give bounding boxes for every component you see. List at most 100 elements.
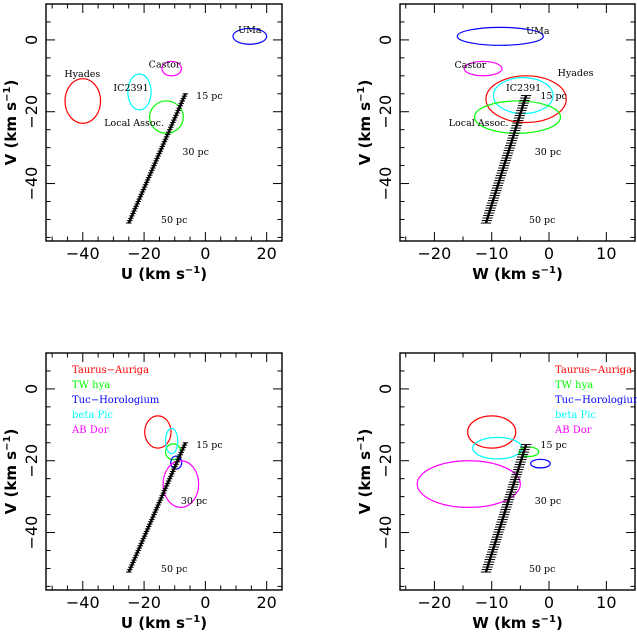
y-axis-label: V (km s−1): [2, 429, 20, 515]
y-tick-label: −20: [22, 95, 41, 129]
distance-label: 50 pc: [161, 564, 188, 575]
ellipse-label: Local Assoc.: [104, 118, 164, 129]
y-tick-label: 0: [376, 35, 395, 45]
y-tick-label: −40: [22, 167, 41, 201]
y-tick-label: −40: [376, 167, 395, 201]
ellipse-ic2391: [127, 73, 152, 111]
ellipse-taurus-auriga: [144, 415, 172, 449]
panel-wv_young: −20 −10 0 10 0 −20 −40 W (km s−1) V (km s−1) 15 p…: [356, 352, 637, 632]
ellipse-label: Hyades: [558, 68, 594, 79]
track-line: [484, 95, 528, 224]
legend-entry: AB Dor: [554, 425, 592, 436]
y-tick-label: −40: [22, 516, 41, 550]
distance-label: 30 pc: [535, 147, 562, 158]
x-tick-label: 0: [200, 593, 210, 612]
ellipse-local-assoc-: [148, 100, 184, 134]
x-tick-label: 10: [596, 593, 616, 612]
distance-track: [125, 442, 189, 573]
ellipse-label: UMa: [526, 26, 550, 37]
ellipse-label: IC2391: [113, 83, 148, 94]
x-tick-label: 0: [544, 593, 554, 612]
distance-label: 50 pc: [529, 215, 556, 226]
y-axis-label: V (km s−1): [356, 80, 374, 166]
panel-uv_young: −40 −20 0 20 0 −20 −40 U (km s−1) V (km s−1) 15 p…: [2, 352, 283, 632]
x-tick-label: −20: [418, 244, 452, 263]
y-tick-label: 0: [376, 384, 395, 394]
x-tick-label: −40: [66, 593, 100, 612]
ellipse-uma: [232, 27, 268, 45]
ellipse-label: Local Assoc.: [449, 118, 509, 129]
distance-label: 30 pc: [182, 147, 209, 158]
legend-entry: Taurus−Auriga: [72, 365, 149, 376]
legend-entry: beta Pic: [555, 410, 596, 421]
ellipse-label: Hyades: [64, 69, 100, 80]
x-tick-label: −10: [475, 593, 509, 612]
x-axis-label: W (km s−1): [472, 265, 563, 283]
x-tick-label: 20: [256, 244, 276, 263]
distance-label: 30 pc: [535, 496, 562, 507]
distance-label: 50 pc: [161, 215, 188, 226]
ellipse-ab-dor: [416, 460, 521, 509]
ellipse-label: Castor: [149, 60, 181, 71]
y-tick-label: −20: [376, 95, 395, 129]
track-line: [484, 444, 528, 573]
legend-entry: Tuc−Horologium: [555, 395, 637, 406]
x-tick-label: −20: [127, 593, 161, 612]
y-tick-label: −20: [22, 444, 41, 478]
x-tick-label: 10: [596, 244, 616, 263]
plot-frame: [45, 3, 283, 242]
ellipse-hyades: [64, 78, 102, 124]
ellipse-label: Castor: [454, 60, 486, 71]
distance-label: 50 pc: [529, 564, 556, 575]
distance-track: [480, 95, 532, 224]
legend-entry: Tuc−Horologium: [72, 395, 160, 406]
plot-frame: [45, 352, 283, 591]
plot-area: [125, 415, 200, 573]
ellipse-castor: [161, 60, 183, 77]
distance-label: 15 pc: [196, 440, 223, 451]
ellipse-label: IC2391: [506, 83, 541, 94]
x-axis-label: U (km s−1): [121, 265, 207, 283]
ellipse-beta-pic: [164, 427, 179, 455]
panel-uv_groups: −40 −20 0 20 0 −20 −40 U (km s−1) V (km s−1) Hyad…: [2, 3, 283, 283]
ellipse-ab-dor: [162, 460, 200, 509]
legend-entry: TW hya: [555, 380, 593, 391]
ellipse-castor: [463, 60, 503, 77]
legend-entry: TW hya: [72, 380, 110, 391]
y-axis-label: V (km s−1): [356, 429, 374, 515]
y-tick-label: 0: [22, 384, 41, 394]
plot-frame: [399, 3, 636, 242]
x-tick-label: −40: [66, 244, 100, 263]
distance-track: [125, 93, 189, 224]
x-tick-label: −10: [475, 244, 509, 263]
distance-label: 15 pc: [540, 91, 567, 102]
x-tick-label: 20: [256, 593, 276, 612]
y-tick-label: −40: [376, 516, 395, 550]
plot-area: [456, 26, 567, 224]
ellipse-label: UMa: [238, 25, 262, 36]
x-axis-label: U (km s−1): [121, 614, 207, 632]
legend-entry: AB Dor: [71, 425, 109, 436]
y-axis-label: V (km s−1): [2, 80, 20, 166]
ellipse-taurus-auriga: [467, 415, 517, 449]
y-tick-label: −20: [376, 444, 395, 478]
x-tick-label: −20: [418, 593, 452, 612]
y-tick-label: 0: [22, 35, 41, 45]
legend-entry: Taurus−Auriga: [555, 365, 632, 376]
plot-area: [416, 415, 551, 573]
x-tick-label: −20: [127, 244, 161, 263]
distance-label: 30 pc: [181, 496, 208, 507]
x-axis-label: W (km s−1): [472, 614, 563, 632]
ellipse-tuc-horologium: [530, 458, 551, 469]
plot-frame: [399, 352, 636, 591]
distance-label: 15 pc: [540, 440, 567, 451]
ellipse-uma: [456, 26, 544, 46]
plot-area: [64, 27, 268, 224]
distance-label: 15 pc: [196, 91, 223, 102]
x-tick-label: 0: [200, 244, 210, 263]
legend-entry: beta Pic: [72, 410, 113, 421]
